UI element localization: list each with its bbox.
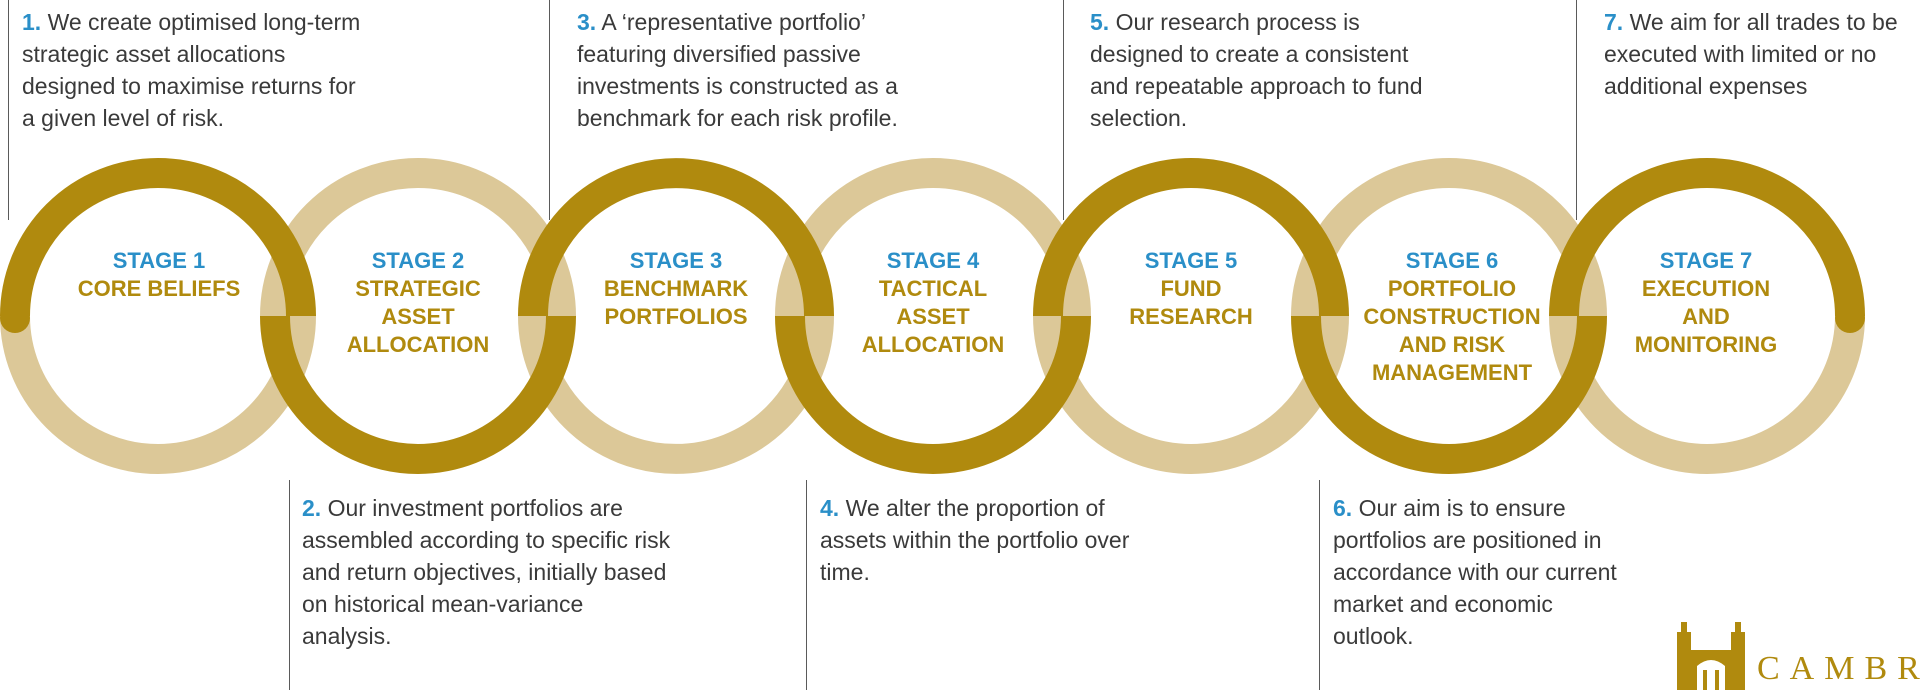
wave-start-cap bbox=[0, 303, 30, 333]
description-number: 6. bbox=[1333, 495, 1353, 521]
description-7: 7. We aim for all trades to be executed … bbox=[1604, 6, 1914, 102]
stage-1: STAGE 1 CORE BELIEFS bbox=[59, 247, 259, 303]
gold-arc-group bbox=[0, 158, 1865, 474]
stage-label: STAGE 4 bbox=[886, 248, 980, 273]
stage-label: STAGE 6 bbox=[1405, 248, 1499, 273]
connector-line-1 bbox=[8, 0, 9, 220]
description-number: 2. bbox=[302, 495, 322, 521]
description-text: We create optimised long-term strategic … bbox=[22, 9, 361, 131]
connector-line-6 bbox=[1319, 480, 1320, 690]
stage-7-gold-arc bbox=[1549, 158, 1865, 317]
connector-line-2 bbox=[289, 480, 290, 690]
stage-1-gold-arc bbox=[0, 158, 316, 317]
connector-line-4 bbox=[806, 480, 807, 690]
stage-name: CORE BELIEFS bbox=[77, 276, 241, 301]
stage-5: STAGE 5 FUND RESEARCH bbox=[1091, 247, 1291, 331]
stage-label: STAGE 3 bbox=[629, 248, 723, 273]
description-text: We alter the proportion of assets within… bbox=[820, 495, 1130, 585]
stage-name: FUND RESEARCH bbox=[1129, 276, 1253, 329]
stage-name: STRATEGIC ASSET ALLOCATION bbox=[346, 276, 490, 357]
description-3: 3. A ‘representative portfolio’ featurin… bbox=[577, 6, 957, 134]
stage-4: STAGE 4 TACTICAL ASSET ALLOCATION bbox=[833, 247, 1033, 359]
stage-name: BENCHMARK PORTFOLIOS bbox=[603, 276, 749, 329]
stage-1-light-arc bbox=[0, 315, 316, 474]
cambridge-logo-icon bbox=[1677, 622, 1745, 690]
connector-line-3 bbox=[549, 0, 550, 220]
stage-label: STAGE 5 bbox=[1144, 248, 1238, 273]
connector-line-5 bbox=[1063, 0, 1064, 220]
connector-line-7 bbox=[1576, 0, 1577, 220]
description-2: 2. Our investment portfolios are assembl… bbox=[302, 492, 672, 652]
description-1: 1. We create optimised long-term strateg… bbox=[22, 6, 362, 134]
description-number: 5. bbox=[1090, 9, 1110, 35]
stage-label: STAGE 1 bbox=[112, 248, 206, 273]
stage-5-gold-arc bbox=[1033, 158, 1349, 317]
description-number: 3. bbox=[577, 9, 597, 35]
description-text: Our research process is designed to crea… bbox=[1090, 9, 1423, 131]
wave-end-cap bbox=[1835, 303, 1865, 333]
description-5: 5. Our research process is designed to c… bbox=[1090, 6, 1440, 134]
description-6: 6. Our aim is to ensure portfolios are p… bbox=[1333, 492, 1623, 652]
stage-2: STAGE 2 STRATEGIC ASSET ALLOCATION bbox=[318, 247, 518, 359]
description-text: Our aim is to ensure portfolios are posi… bbox=[1333, 495, 1617, 649]
stage-3: STAGE 3 BENCHMARK PORTFOLIOS bbox=[576, 247, 776, 331]
stage-2-gold-arc bbox=[260, 315, 576, 474]
description-text: A ‘representative portfolio’ featuring d… bbox=[577, 9, 898, 131]
stage-label: STAGE 7 bbox=[1659, 248, 1753, 273]
stage-5-light-arc bbox=[1033, 315, 1349, 474]
description-4: 4. We alter the proportion of assets wit… bbox=[820, 492, 1140, 588]
stage-4-gold-arc bbox=[775, 315, 1091, 474]
stage-name: PORTFOLIO CONSTRUCTION AND RISK MANAGEME… bbox=[1363, 276, 1541, 385]
stage-label: STAGE 2 bbox=[371, 248, 465, 273]
description-number: 7. bbox=[1604, 9, 1624, 35]
description-number: 1. bbox=[22, 9, 42, 35]
stage-3-gold-arc bbox=[518, 158, 834, 317]
stage-3-light-arc bbox=[518, 315, 834, 474]
description-text: Our investment portfolios are assembled … bbox=[302, 495, 671, 649]
stage-name: TACTICAL ASSET ALLOCATION bbox=[861, 276, 1005, 357]
stage-name: EXECUTION AND MONITORING bbox=[1634, 276, 1778, 357]
description-text: We aim for all trades to be executed wit… bbox=[1604, 9, 1898, 99]
logo-text: CAMBRI bbox=[1757, 650, 1921, 687]
stage-6-gold-arc bbox=[1291, 315, 1607, 474]
description-number: 4. bbox=[820, 495, 840, 521]
stage-6: STAGE 6 PORTFOLIO CONSTRUCTION AND RISK … bbox=[1347, 247, 1557, 387]
stage-7: STAGE 7 EXECUTION AND MONITORING bbox=[1606, 247, 1806, 359]
